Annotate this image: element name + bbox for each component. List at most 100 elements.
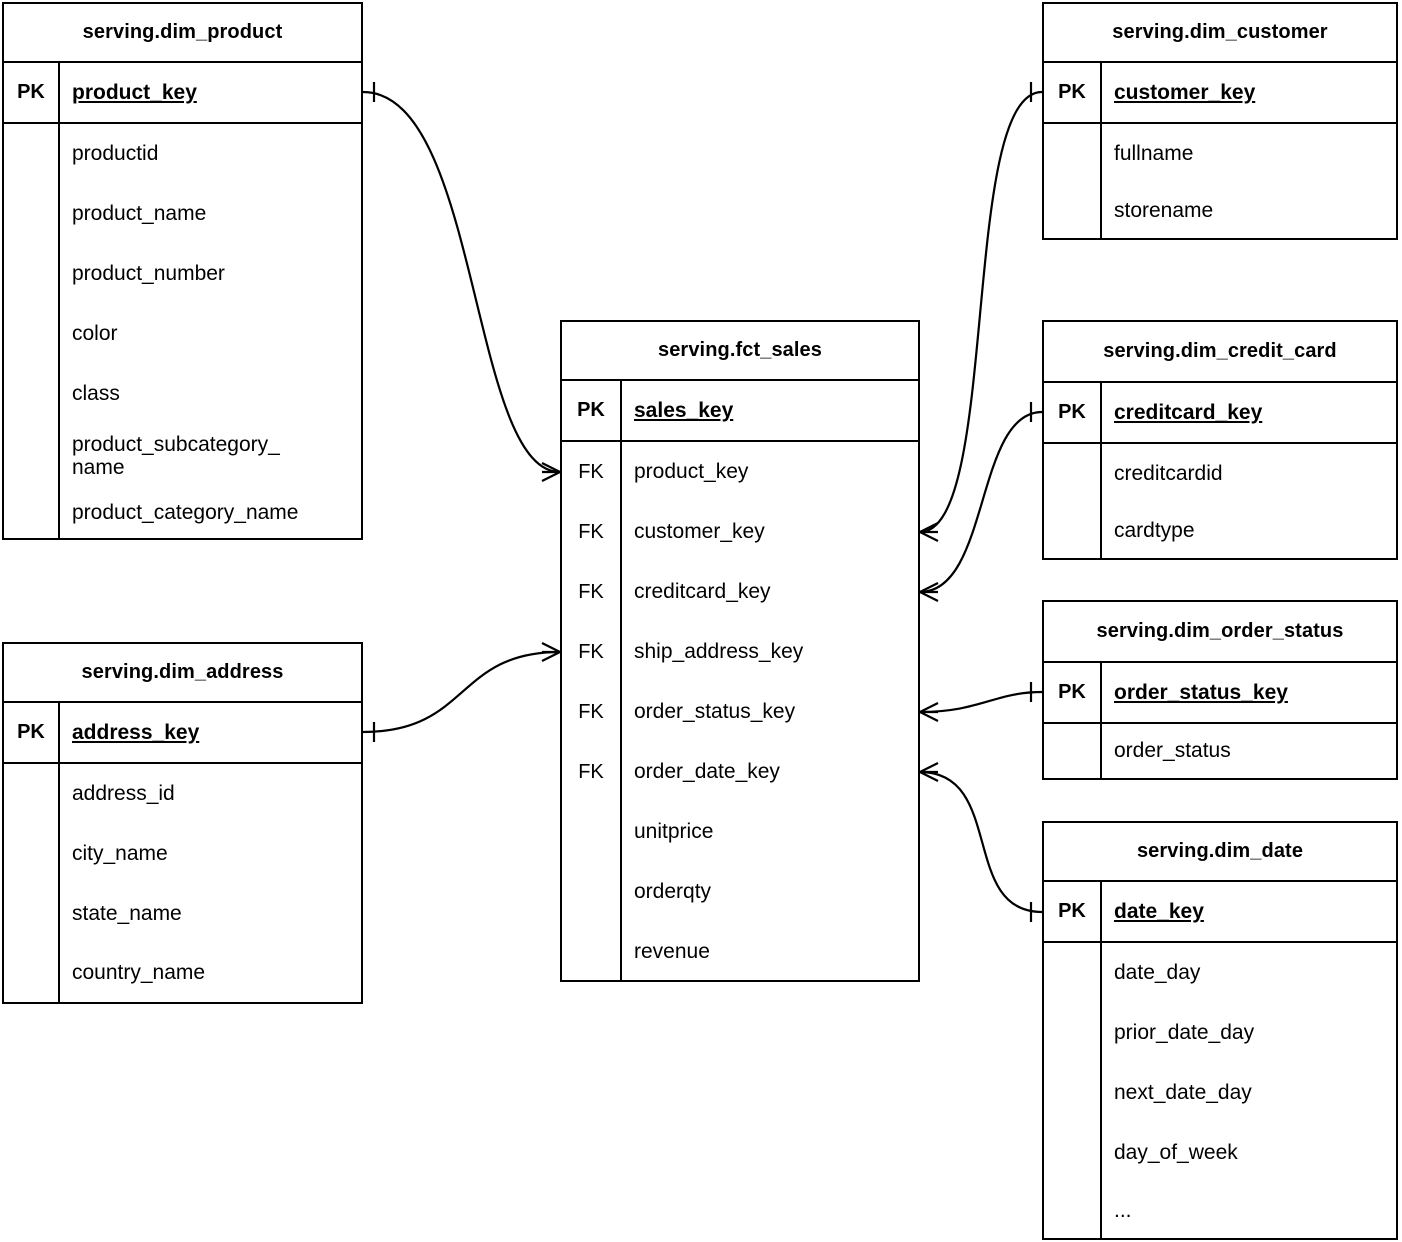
entity-dim-customer[interactable]: serving.dim_customer PK customer_key ful…: [1042, 2, 1398, 240]
attribute-row: fullname: [1114, 142, 1194, 166]
entity-dim-product[interactable]: serving.dim_product PK product_key produ…: [2, 2, 363, 540]
fk-row-product-key: FK product_key: [562, 442, 918, 502]
measure-row: orderqty: [634, 880, 712, 904]
attribute-block-dim-order-status: order_status: [1044, 724, 1396, 778]
attribute-row: class: [72, 382, 120, 406]
attribute-block-dim-date: date_day prior_date_day next_date_day da…: [1044, 943, 1396, 1238]
attribute-list-dim-product: productid product_name product_number co…: [60, 124, 361, 538]
attribute-list-dim-customer: fullname storename: [1102, 124, 1396, 238]
entity-dim-address[interactable]: serving.dim_address PK address_key addre…: [2, 642, 363, 1004]
attr-key-spacer: [4, 124, 60, 538]
pk-row-dim-product: PK product_key: [4, 63, 361, 124]
entity-title-fct-sales: serving.fct_sales: [562, 322, 918, 381]
fk-badge: FK: [562, 502, 622, 562]
attribute-row: productid: [72, 142, 159, 166]
measure-list-fct-sales: unitprice orderqty revenue: [622, 802, 918, 982]
pk-row-dim-credit-card: PK creditcard_key: [1044, 383, 1396, 444]
attribute-block-dim-product: productid product_name product_number co…: [4, 124, 361, 538]
fk-row-customer-key: FK customer_key: [562, 502, 918, 562]
relationship-customer: [919, 82, 1043, 542]
attribute-row: color: [72, 322, 118, 346]
relationship-date: [919, 762, 1043, 922]
fk-badge: FK: [562, 622, 622, 682]
attribute-row: order_status: [1114, 739, 1231, 763]
attribute-row: address_id: [72, 782, 175, 806]
fk-badge: FK: [562, 562, 622, 622]
measure-row: revenue: [634, 940, 710, 964]
pk-field-name: creditcard_key: [1114, 400, 1263, 424]
fk-row-creditcard-key: FK creditcard_key: [562, 562, 918, 622]
fk-field-name: order_status_key: [634, 700, 796, 724]
attribute-row: city_name: [72, 842, 168, 866]
fk-badge: FK: [562, 682, 622, 742]
crowsfoot-customer: [919, 522, 939, 542]
entity-title-dim-address: serving.dim_address: [4, 644, 361, 703]
attribute-row: product_category_name: [72, 501, 299, 525]
attribute-list-dim-address: address_id city_name state_name country_…: [60, 764, 361, 1002]
attribute-list-dim-order-status: order_status: [1102, 724, 1396, 778]
entity-dim-order-status[interactable]: serving.dim_order_status PK order_status…: [1042, 600, 1398, 780]
pk-badge: PK: [1044, 663, 1102, 722]
attribute-row: storename: [1114, 199, 1214, 223]
attribute-row: state_name: [72, 902, 182, 926]
crowsfoot-address: [541, 642, 561, 662]
attribute-row: cardtype: [1114, 519, 1195, 543]
pk-badge: PK: [1044, 383, 1102, 442]
pk-row-dim-date: PK date_key: [1044, 882, 1396, 943]
crowsfoot-date: [919, 762, 939, 782]
entity-fct-sales[interactable]: serving.fct_sales PK sales_key FK produc…: [560, 320, 920, 982]
measure-block-fct-sales: unitprice orderqty revenue: [562, 802, 918, 982]
attr-key-spacer: [1044, 724, 1102, 778]
crowsfoot-product: [541, 462, 561, 482]
pk-row-dim-customer: PK customer_key: [1044, 63, 1396, 124]
attribute-row: creditcardid: [1114, 462, 1223, 486]
pk-badge: PK: [562, 381, 622, 440]
attribute-block-dim-customer: fullname storename: [1044, 124, 1396, 238]
pk-badge: PK: [1044, 882, 1102, 941]
crowsfoot-order-status: [919, 702, 939, 722]
entity-title-dim-order-status: serving.dim_order_status: [1044, 602, 1396, 663]
relationship-creditcard: [919, 402, 1043, 602]
relationship-product: [362, 82, 561, 482]
attribute-row: prior_date_day: [1114, 1021, 1255, 1045]
fk-field-name: order_date_key: [634, 760, 780, 784]
attribute-row: country_name: [72, 961, 206, 985]
attribute-row: next_date_day: [1114, 1081, 1252, 1105]
attribute-row: product_name: [72, 202, 207, 226]
pk-field-name: sales_key: [634, 398, 734, 422]
relationship-order-status: [919, 682, 1043, 722]
fk-row-ship-address-key: FK ship_address_key: [562, 622, 918, 682]
pk-field-name: product_key: [72, 80, 197, 104]
fk-badge: FK: [562, 742, 622, 802]
attr-key-spacer: [1044, 124, 1102, 238]
entity-dim-credit-card[interactable]: serving.dim_credit_card PK creditcard_ke…: [1042, 320, 1398, 560]
crowsfoot-creditcard: [919, 582, 939, 602]
attr-key-spacer: [4, 764, 60, 1002]
attribute-row: product_number: [72, 262, 225, 286]
attr-key-spacer: [562, 802, 622, 982]
entity-dim-date[interactable]: serving.dim_date PK date_key date_day pr…: [1042, 821, 1398, 1240]
pk-row-dim-address: PK address_key: [4, 703, 361, 764]
attribute-row: date_day: [1114, 961, 1201, 985]
pk-badge: PK: [4, 703, 60, 762]
entity-title-dim-customer: serving.dim_customer: [1044, 4, 1396, 63]
fk-field-name: ship_address_key: [634, 640, 804, 664]
pk-field-name: date_key: [1114, 899, 1204, 923]
pk-row-dim-order-status: PK order_status_key: [1044, 663, 1396, 724]
fk-row-order-status-key: FK order_status_key: [562, 682, 918, 742]
fk-field-name: creditcard_key: [634, 580, 771, 604]
attr-key-spacer: [1044, 444, 1102, 558]
attribute-block-dim-address: address_id city_name state_name country_…: [4, 764, 361, 1002]
fk-field-name: customer_key: [634, 520, 765, 544]
attribute-row: day_of_week: [1114, 1141, 1238, 1165]
pk-field-name: customer_key: [1114, 80, 1256, 104]
attr-key-spacer: [1044, 943, 1102, 1238]
relationship-address: [362, 642, 561, 742]
pk-badge: PK: [1044, 63, 1102, 122]
pk-field-name: order_status_key: [1114, 680, 1288, 704]
pk-field-name: address_key: [72, 720, 200, 744]
entity-title-dim-product: serving.dim_product: [4, 4, 361, 63]
attribute-row: product_subcategory_ name: [72, 432, 280, 479]
attribute-list-dim-credit-card: creditcardid cardtype: [1102, 444, 1396, 558]
